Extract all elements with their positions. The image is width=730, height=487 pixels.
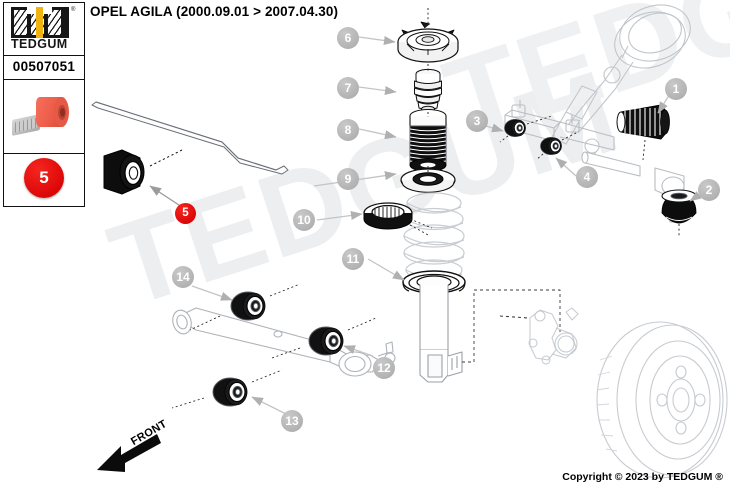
callout-12[interactable]: 12 xyxy=(373,357,395,379)
copyright-notice: Copyright © 2023 by TEDGUM ® xyxy=(562,471,723,483)
callout-14[interactable]: 14 xyxy=(172,266,194,288)
page-title: OPEL AGILA (2000.09.01 > 2007.04.30) xyxy=(90,4,339,19)
bushing-inner-bore-image xyxy=(60,108,65,117)
sidebar-divider xyxy=(4,153,84,155)
registered-mark-icon: ® xyxy=(71,7,76,13)
callout-4[interactable]: 4 xyxy=(576,166,598,188)
product-sidebar: ® TEDGUM 00507051 5 xyxy=(3,2,85,207)
front-direction-indicator: FRONT xyxy=(95,418,169,479)
callout-13[interactable]: 13 xyxy=(281,410,303,432)
callout-9[interactable]: 9 xyxy=(337,168,359,190)
logo-wordmark: TEDGUM xyxy=(11,37,68,51)
front-arrow-icon xyxy=(97,434,161,472)
logo-mark-icon xyxy=(11,7,69,38)
logo-white-bar xyxy=(43,7,52,14)
callout-3[interactable]: 3 xyxy=(466,110,488,132)
logo-white-bar xyxy=(27,7,36,14)
callout-6[interactable]: 6 xyxy=(337,27,359,49)
logo-hatch-block xyxy=(48,10,61,35)
callout-7[interactable]: 7 xyxy=(337,77,359,99)
callout-1[interactable]: 1 xyxy=(665,78,687,100)
sidebar-divider xyxy=(4,79,84,81)
logo-hatch-block xyxy=(14,10,27,35)
callout-highlight-5[interactable]: 5 xyxy=(175,203,196,224)
product-photo xyxy=(10,87,80,149)
part-number: 00507051 xyxy=(12,59,76,74)
logo-yellow-bar xyxy=(36,7,43,38)
sidebar-divider xyxy=(4,55,84,57)
callout-8[interactable]: 8 xyxy=(337,119,359,141)
tedgum-logo: ® TEDGUM xyxy=(11,7,76,51)
callout-11[interactable]: 11 xyxy=(342,248,364,270)
callout-2[interactable]: 2 xyxy=(698,179,720,201)
callout-10[interactable]: 10 xyxy=(293,209,315,231)
sidebar-position-badge: 5 xyxy=(24,158,64,198)
